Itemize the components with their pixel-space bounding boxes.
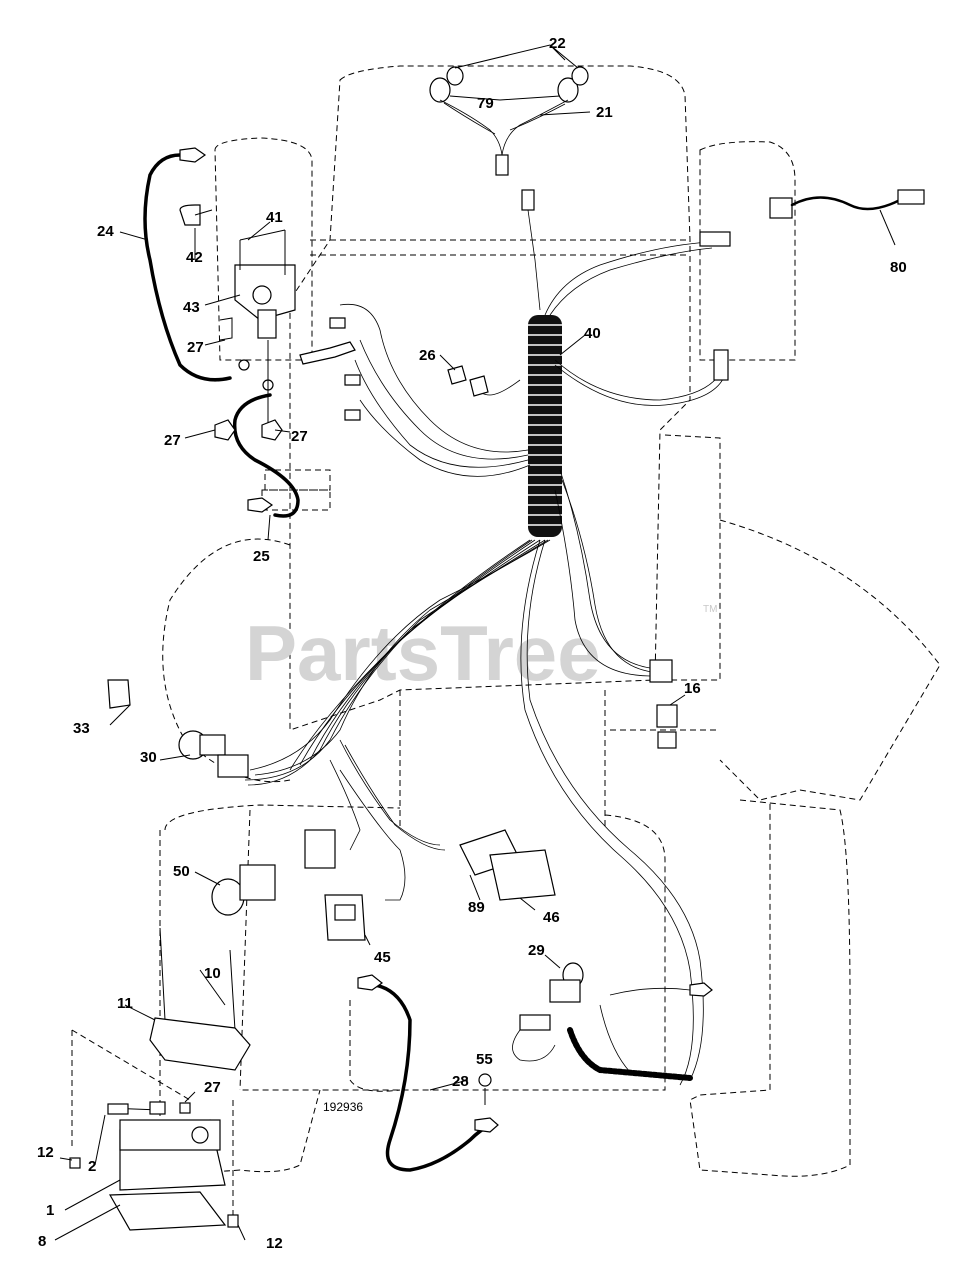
callout-89: 89 bbox=[468, 899, 485, 916]
callout-8: 8 bbox=[38, 1233, 46, 1250]
callout-labels: 22 79 21 24 41 42 43 27 27 27 25 26 40 8… bbox=[37, 35, 907, 1252]
callout-33: 33 bbox=[73, 720, 90, 737]
callout-21: 21 bbox=[596, 104, 613, 121]
clip-3 bbox=[344, 409, 361, 421]
callout-28: 28 bbox=[452, 1073, 469, 1090]
connector-8pin bbox=[304, 829, 336, 869]
part-27-nut-a bbox=[214, 419, 236, 441]
part-24-cable bbox=[143, 153, 232, 382]
part-27-nut-b bbox=[261, 419, 283, 441]
harness-connector-top bbox=[521, 189, 535, 211]
drawing-number: 192936 bbox=[323, 1100, 363, 1114]
callout-12-b: 12 bbox=[266, 1235, 283, 1252]
callout-12-a: 12 bbox=[37, 1144, 54, 1161]
callout-22: 22 bbox=[549, 35, 566, 52]
harness-sleeve bbox=[528, 315, 562, 537]
coiled-wire bbox=[512, 982, 713, 1081]
solenoid-assembly bbox=[179, 204, 296, 430]
callout-27-d: 27 bbox=[204, 1079, 221, 1096]
callout-11: 11 bbox=[117, 995, 133, 1012]
part-28-cable bbox=[373, 983, 492, 1172]
part-30-ignition-switch bbox=[178, 730, 249, 778]
part-29-solenoid bbox=[549, 962, 584, 1003]
fuse-holder bbox=[299, 341, 356, 365]
headlight-assembly bbox=[429, 44, 591, 176]
clip-1 bbox=[329, 317, 346, 329]
callout-1: 1 bbox=[46, 1202, 54, 1219]
part-50-knob bbox=[211, 864, 276, 916]
callout-2: 2 bbox=[88, 1158, 96, 1175]
part-28-terminal-bottom bbox=[474, 1117, 499, 1133]
part-45-module bbox=[324, 894, 366, 941]
battery-assembly bbox=[69, 927, 251, 1231]
callout-55: 55 bbox=[476, 1051, 493, 1068]
part-24-terminal bbox=[179, 147, 207, 163]
callout-30: 30 bbox=[140, 749, 157, 766]
watermark-text: PartsTree bbox=[245, 609, 601, 697]
callout-27-b: 27 bbox=[164, 432, 181, 449]
trademark-text: TM bbox=[703, 604, 717, 615]
callout-45: 45 bbox=[374, 949, 391, 966]
harness-wires bbox=[244, 241, 726, 1086]
callout-25: 25 bbox=[253, 548, 270, 565]
leader-lines bbox=[54, 221, 686, 1241]
callout-10: 10 bbox=[204, 965, 221, 982]
callout-79: 79 bbox=[477, 95, 494, 112]
part-25-terminal bbox=[247, 497, 274, 513]
callout-80: 80 bbox=[890, 259, 907, 276]
callout-24: 24 bbox=[97, 223, 114, 240]
part-80-wire bbox=[769, 189, 925, 246]
connector-right-upper bbox=[699, 231, 731, 247]
part-55-nut bbox=[478, 1073, 492, 1087]
callout-29: 29 bbox=[528, 942, 545, 959]
harness-wire-top bbox=[527, 209, 541, 311]
callout-41: 41 bbox=[266, 209, 283, 226]
callout-50: 50 bbox=[173, 863, 190, 880]
callout-40: 40 bbox=[584, 325, 601, 342]
part-25-cable bbox=[232, 393, 300, 518]
callout-42: 42 bbox=[186, 249, 203, 266]
part-33-key bbox=[107, 679, 131, 709]
callout-16: 16 bbox=[684, 680, 701, 697]
callout-27-a: 27 bbox=[187, 339, 204, 356]
connector-16 bbox=[649, 659, 673, 683]
part-16-switch bbox=[656, 704, 678, 749]
connector-right-lower bbox=[713, 349, 729, 381]
callout-43: 43 bbox=[183, 299, 200, 316]
part-46-switch bbox=[489, 849, 556, 901]
callout-46: 46 bbox=[543, 909, 560, 926]
callout-27-c: 27 bbox=[291, 428, 308, 445]
callout-26: 26 bbox=[419, 347, 436, 364]
part-28-terminal-top bbox=[357, 974, 384, 991]
part-26-connector bbox=[447, 365, 489, 397]
clip-2 bbox=[344, 374, 361, 386]
